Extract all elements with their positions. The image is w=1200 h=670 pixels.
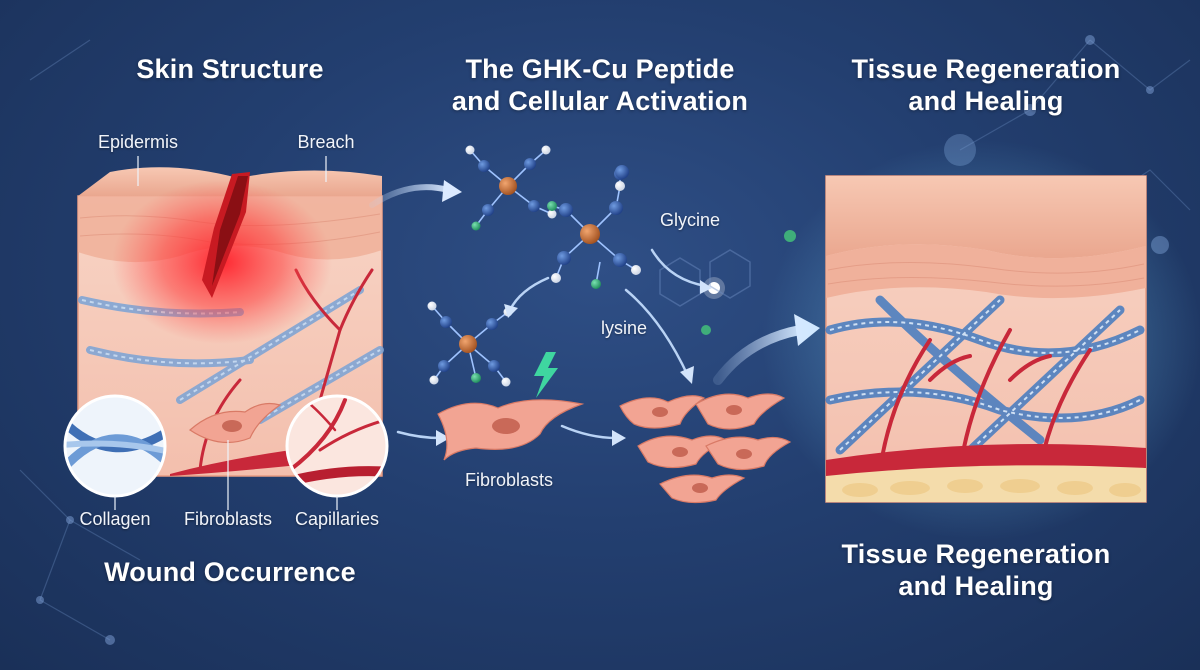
hexagon-outlines	[659, 249, 751, 307]
collagen-label: Collagen	[79, 509, 151, 529]
right-panel-title-line2: and Healing	[908, 86, 1064, 116]
ghk-cu-molecule-2	[547, 168, 641, 289]
middle-arrowheads	[436, 280, 712, 446]
middle-panel-title-line1: The GHK-Cu Peptide	[465, 54, 735, 84]
ghk-cu-molecule-1	[465, 145, 557, 231]
left-panel-title: Skin Structure	[136, 54, 324, 84]
fibroblasts-label-left: Fibroblasts	[183, 509, 273, 529]
healed-skin-block	[762, 140, 1200, 540]
middle-panel-title-line2: and Cellular Activation	[451, 86, 749, 116]
right-panel-caption-line2: and Healing	[898, 571, 1054, 601]
left-panel-caption: Wound Occurrence	[104, 557, 356, 587]
epidermis-label: Epidermis	[97, 132, 179, 152]
fibroblast-nuclei	[652, 405, 752, 493]
lysine-label: lysine	[600, 318, 648, 338]
right-panel-caption-line1: Tissue Regeneration	[841, 539, 1111, 569]
capillaries-label: Capillaries	[294, 509, 380, 529]
arrow-to-peptide-head	[442, 180, 462, 202]
free-atoms	[615, 165, 796, 335]
ghk-cu-molecule-3	[427, 301, 513, 387]
right-panel-title-line1: Tissue Regeneration	[851, 54, 1121, 84]
glycine-label: Glycine	[659, 210, 721, 230]
energy-bolt-icon	[534, 352, 558, 398]
left-leader-lines	[114, 156, 338, 510]
breach-label: Breach	[297, 132, 355, 152]
wounded-skin-block	[77, 167, 384, 477]
fibroblast-cell	[437, 399, 585, 461]
fibroblasts-label-middle: Fibroblasts	[464, 470, 554, 490]
arrow-to-peptide	[369, 184, 451, 208]
